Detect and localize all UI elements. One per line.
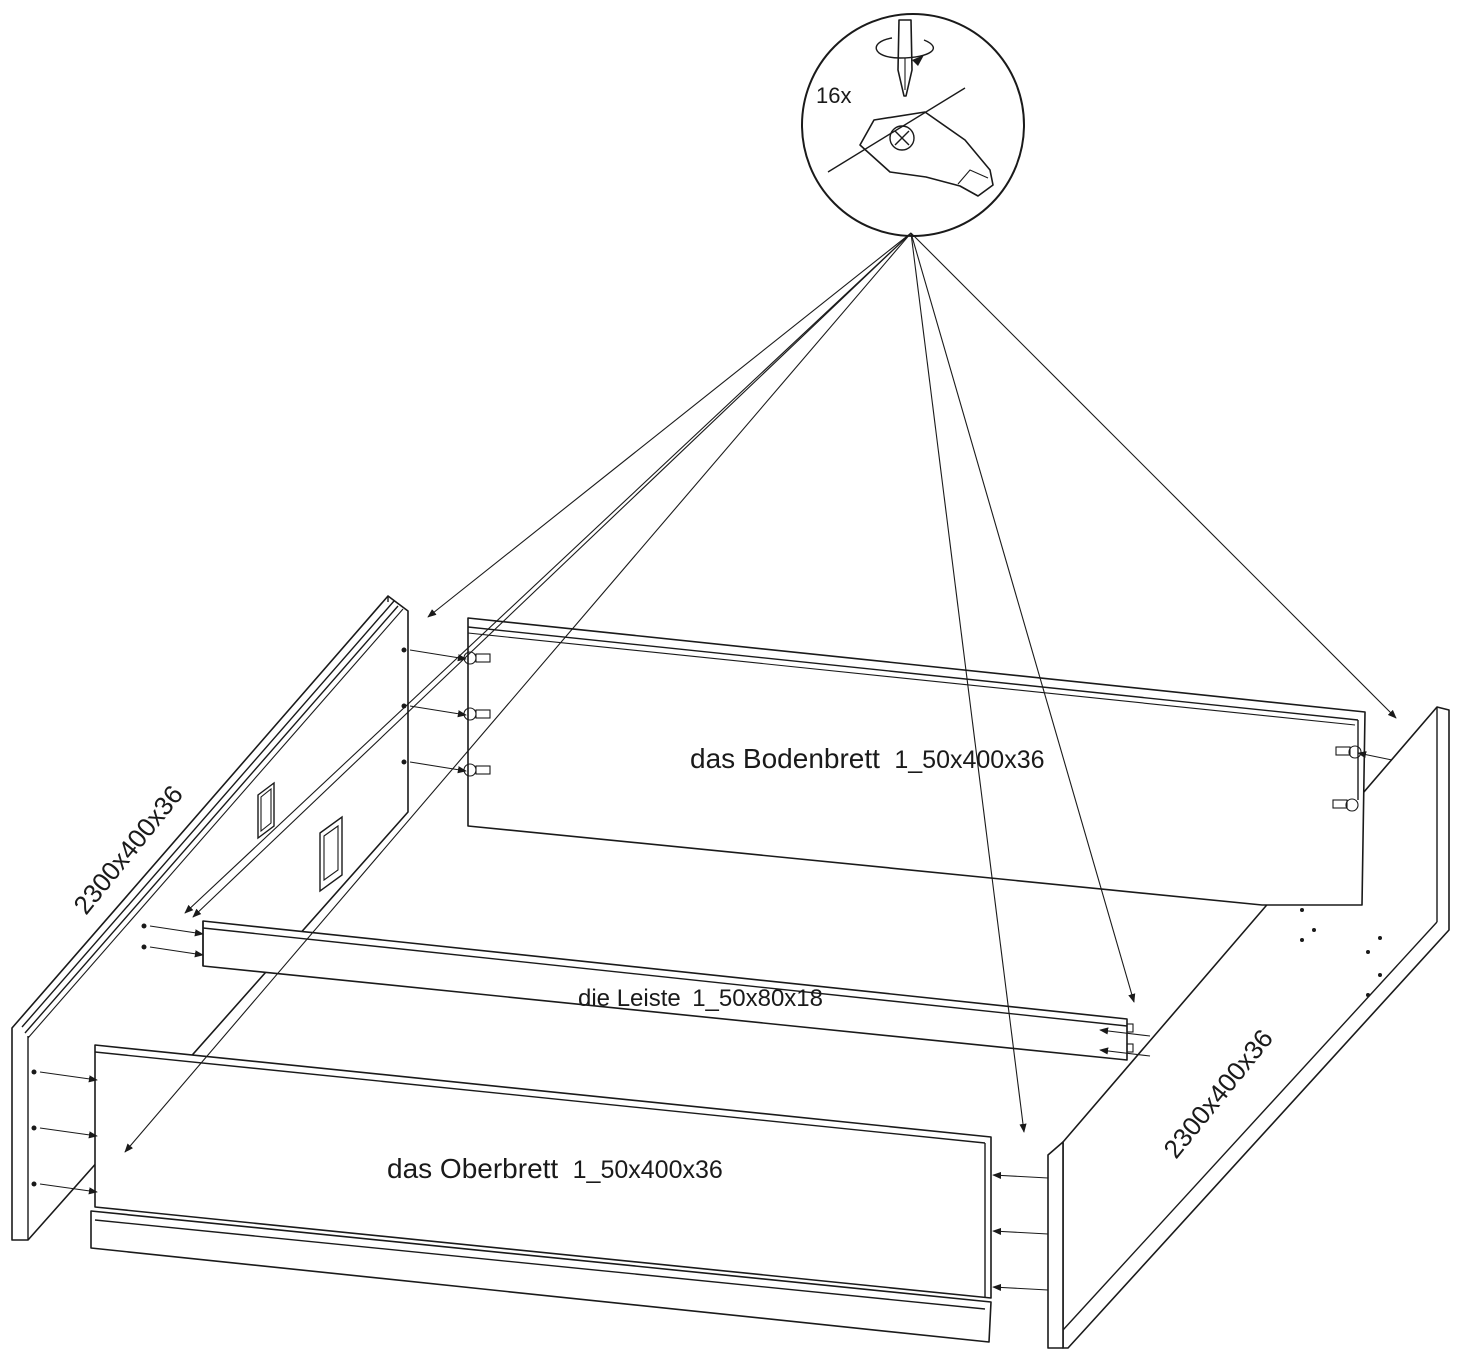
- rail-cam-fittings: [1126, 1023, 1134, 1053]
- bottom-board-cam-fittings: [463, 651, 1362, 812]
- screwdriver-cam-lock-icon: [827, 19, 994, 197]
- left-panel-connector-plates: [257, 781, 343, 893]
- left-panel-dowels: [31, 647, 407, 1187]
- bottom-board-name: das Bodenbrett: [690, 743, 880, 774]
- screw-count-label: 16x: [816, 83, 851, 108]
- rail-dims: 1_50x80x18: [692, 985, 823, 1012]
- bottom-board-label: das Bodenbrett 1_50x400x36: [690, 743, 1045, 774]
- bottom-board: [463, 617, 1366, 906]
- right-panel-holes: [1300, 898, 1382, 997]
- top-board-dims: 1_50x400x36: [573, 1156, 723, 1184]
- detail-callout: 16x: [801, 13, 1025, 237]
- leader-arrows: [124, 232, 1397, 1153]
- insertion-arrows: [39, 649, 1393, 1292]
- svg-text:das Oberbrett 1_50x400x3: das Oberbrett 1_50x400x36: [387, 1153, 723, 1184]
- svg-text:das Bodenbrett 1_50x400x: das Bodenbrett 1_50x400x36: [690, 743, 1045, 774]
- top-board-name: das Oberbrett: [387, 1153, 558, 1184]
- rail-label: die Leiste 1_50x80x18: [578, 985, 823, 1012]
- svg-text:die Leiste 1_50x80x18: die Leiste 1_50x80x18: [578, 985, 823, 1012]
- top-board: [90, 1044, 992, 1343]
- bottom-board-dims: 1_50x400x36: [894, 746, 1044, 774]
- rail-name: die Leiste: [578, 985, 681, 1012]
- top-board-label: das Oberbrett 1_50x400x36: [387, 1153, 723, 1184]
